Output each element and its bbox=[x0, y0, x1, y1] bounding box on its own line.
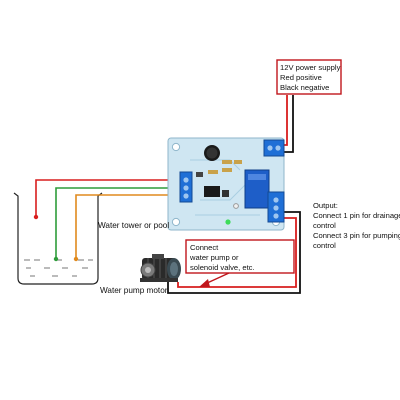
power-callout-line: Red positive bbox=[280, 73, 322, 82]
green-probe-wire bbox=[55, 187, 182, 258]
probe-wires bbox=[35, 179, 182, 258]
output-label: Output: Connect 1 pin for drainage contr… bbox=[313, 201, 400, 250]
orange-probe-wire bbox=[75, 194, 182, 258]
pump-callout-line: water pump or bbox=[189, 253, 239, 262]
led-white bbox=[233, 203, 239, 209]
output-red-wire bbox=[177, 217, 297, 288]
output-label-line: Connect 3 pin for pumping bbox=[313, 231, 400, 240]
callout-arrow bbox=[199, 272, 230, 287]
power-terminal bbox=[263, 139, 285, 157]
power-callout-line: 12V power supply bbox=[280, 63, 341, 72]
power-callout: 12V power supply Red positive Black nega… bbox=[276, 59, 342, 95]
tank-label: Water tower or pool bbox=[98, 221, 169, 230]
power-black-wire bbox=[283, 95, 294, 153]
water-tank bbox=[13, 192, 103, 285]
output-label-line: control bbox=[313, 241, 336, 250]
output-wires bbox=[167, 211, 301, 294]
pump-callout-line: Connect bbox=[190, 243, 219, 252]
output-label-line: Connect 1 pin for drainage bbox=[313, 211, 400, 220]
power-callout-line: Black negative bbox=[280, 83, 329, 92]
motor-label: Water pump motor bbox=[100, 286, 168, 295]
svg-text:12V power supply: 12V power supply bbox=[280, 63, 341, 72]
pump-callout: Connect water pump or solenoid valve, et… bbox=[185, 239, 295, 274]
power-red-wire bbox=[283, 95, 288, 146]
svg-text:Red positive: Red positive bbox=[280, 73, 322, 82]
probe-tips bbox=[33, 214, 79, 262]
water-surface bbox=[24, 259, 93, 277]
output-black-wire bbox=[167, 211, 301, 294]
controller-board bbox=[167, 137, 285, 231]
water-pump-motor bbox=[140, 254, 181, 282]
output-label-line: Output: bbox=[313, 201, 338, 210]
svg-text:Black negative: Black negative bbox=[280, 83, 329, 92]
pump-callout-line: solenoid valve, etc. bbox=[190, 263, 255, 272]
chip bbox=[204, 186, 220, 197]
output-label-line: control bbox=[313, 221, 336, 230]
red-probe-wire bbox=[35, 179, 182, 216]
led-green bbox=[225, 219, 231, 225]
